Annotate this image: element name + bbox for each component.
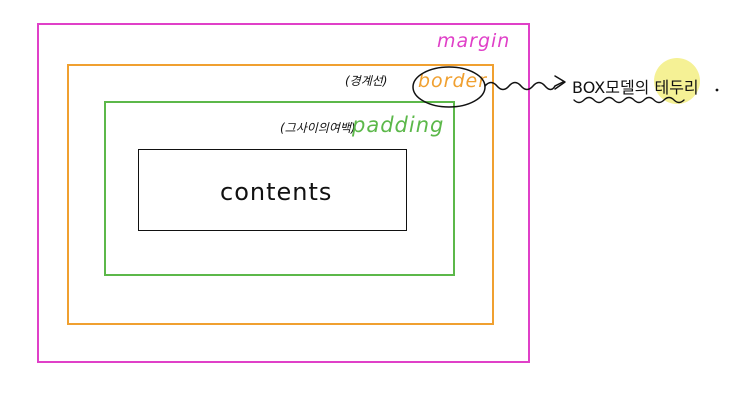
- wavy-arrow: [484, 81, 564, 91]
- highlight-marker: [654, 58, 700, 104]
- border-note-label: (경계선): [345, 74, 388, 88]
- margin-label: margin: [437, 30, 511, 52]
- arrow-head: [554, 75, 566, 90]
- margin-box: [37, 23, 530, 363]
- border-label: border: [418, 70, 488, 92]
- border-circle: [412, 66, 486, 108]
- box-definition-label: BOX모델의 테두리: [572, 78, 699, 97]
- padding-note-label: (그사이의여백): [280, 121, 356, 135]
- definition-underline: [573, 96, 685, 104]
- border-box: [67, 64, 494, 325]
- period-dot: [715, 88, 719, 92]
- padding-box: [104, 101, 455, 276]
- content-box: [138, 149, 407, 231]
- padding-label: padding: [352, 113, 445, 137]
- contents-label: contents: [220, 178, 333, 206]
